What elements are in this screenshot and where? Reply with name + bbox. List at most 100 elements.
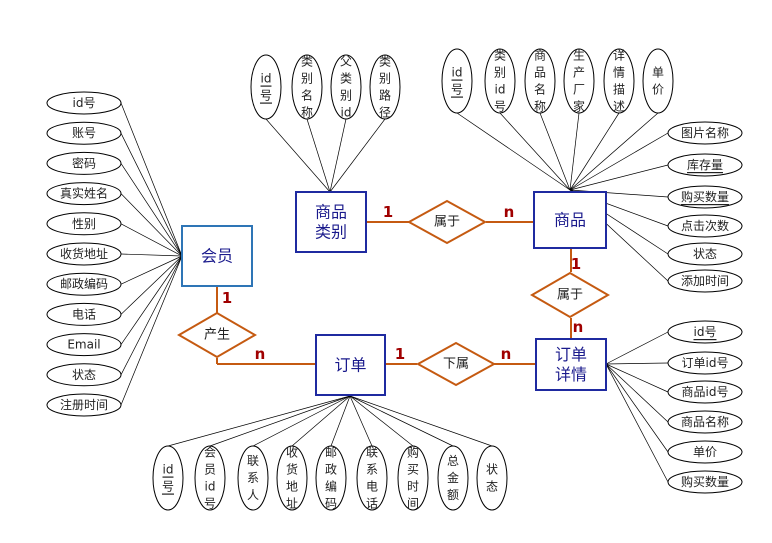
product-right-attr-2 — [667, 185, 743, 209]
rel-belongs-product — [530, 271, 610, 319]
rel-belongs-category — [406, 199, 488, 245]
member-attr-7-line — [120, 255, 183, 315]
member-attr-4-label: 性别 — [72, 217, 96, 231]
member-attr-5 — [46, 242, 122, 266]
order-attr-6-label: 购买时间 — [407, 445, 419, 511]
member-attr-6-label: 邮政编码 — [60, 276, 108, 291]
category-attr-1-line — [306, 118, 331, 193]
order-attr-5-label: 联系电话 — [366, 446, 378, 511]
member-attr-2-label: 密码 — [72, 155, 96, 170]
entity-order-detail-label: 详情 — [555, 365, 587, 384]
card-category: 1 — [383, 203, 393, 221]
detail-attr-0-line — [605, 331, 669, 365]
category-attr-2-line — [329, 118, 347, 193]
order-attr-5-line — [349, 395, 373, 447]
card-product-n: n — [504, 203, 515, 221]
product-right-attr-3 — [667, 214, 743, 238]
order-attr-0 — [152, 445, 184, 511]
member-attr-1-line — [120, 133, 183, 257]
product-attr-0 — [441, 48, 473, 114]
product-attr-5 — [642, 48, 674, 114]
product-attr-4-line — [569, 112, 620, 191]
order-attr-1 — [194, 445, 226, 511]
detail-attr-1-line — [605, 362, 669, 365]
detail-attr-4-line — [605, 363, 669, 453]
member-attr-3-label: 真实姓名 — [60, 186, 108, 201]
rel-belongs-order — [415, 341, 497, 387]
member-attr-6-line — [120, 255, 183, 285]
entity-member-label: 会员 — [201, 247, 233, 266]
category-attr-2 — [330, 54, 362, 120]
order-attr-7-label: 总金额 — [447, 454, 459, 502]
entity-category-label: 类别 — [315, 223, 347, 242]
member-attr-1 — [46, 121, 122, 145]
product-attr-1 — [484, 48, 516, 114]
member-attr-3-line — [120, 193, 183, 257]
order-attr-6 — [397, 445, 429, 511]
category-attr-0 — [250, 54, 282, 120]
member-attr-10 — [46, 393, 122, 417]
member-attr-8 — [46, 333, 122, 357]
card-product-1: 1 — [571, 255, 581, 273]
member-attr-4 — [46, 212, 122, 236]
category-attr-1 — [291, 54, 323, 120]
member-attr-0 — [46, 91, 122, 115]
category-attr-3 — [369, 54, 401, 120]
entity-order-label: 订单 — [334, 356, 366, 375]
member-attr-9-label: 状态 — [72, 368, 96, 382]
member-attr-10-line — [120, 255, 183, 406]
product-right-attr-0-line — [569, 132, 669, 191]
rel-belongs-order-label: 下属 — [443, 357, 469, 372]
product-right-attr-4-label: 状态 — [693, 247, 717, 261]
detail-attr-0-label: id号 — [694, 325, 717, 339]
rel-generates — [177, 311, 257, 359]
card-order-n: n — [255, 345, 266, 363]
order-attr-4-line — [330, 395, 351, 447]
order-attr-4 — [315, 445, 347, 511]
product-attr-3-label: 生产厂家 — [573, 49, 585, 114]
product-attr-0-line — [456, 112, 571, 191]
entity-product — [533, 191, 607, 249]
detail-attr-1 — [667, 351, 743, 375]
member-attr-9 — [46, 363, 122, 387]
product-right-attr-0 — [667, 121, 743, 145]
entity-order — [315, 334, 386, 396]
order-attr-3 — [276, 445, 308, 511]
product-right-attr-5-label: 添加时间 — [681, 274, 729, 288]
entity-member — [181, 225, 253, 287]
rel-belongs-product-label: 属于 — [557, 288, 583, 303]
product-attr-5-line — [569, 112, 659, 191]
member-attr-8-label: Email — [67, 338, 100, 352]
member-attr-7-label: 电话 — [72, 307, 96, 321]
detail-attr-3 — [667, 410, 743, 434]
detail-attr-5-label: 购买数量 — [681, 474, 729, 489]
product-attr-2-label: 商品名称 — [534, 48, 546, 114]
product-right-attr-5 — [667, 269, 743, 293]
rel-generates-label: 产生 — [204, 328, 230, 343]
product-attr-3 — [563, 48, 595, 114]
rel-belongs-category-label: 属于 — [434, 215, 460, 230]
detail-attr-5 — [667, 470, 743, 494]
order-attr-5 — [356, 445, 388, 511]
product-attr-5-label: 单价 — [652, 66, 664, 97]
product-right-attr-4 — [667, 242, 743, 266]
order-attr-8-line — [349, 395, 493, 447]
order-attr-7 — [437, 445, 469, 511]
order-attr-4-label: 邮政编码 — [325, 446, 337, 511]
entity-order-detail-label: 订单 — [555, 345, 587, 364]
category-attr-0-line — [265, 118, 331, 193]
product-attr-2 — [524, 48, 556, 114]
product-right-attr-3-label: 点击次数 — [681, 218, 729, 233]
product-attr-1-line — [499, 112, 571, 191]
order-attr-7-line — [349, 395, 454, 447]
product-right-attr-0-label: 图片名称 — [681, 125, 729, 140]
order-attr-3-line — [291, 395, 351, 447]
detail-attr-2-line — [605, 363, 669, 393]
detail-attr-3-line — [605, 363, 669, 423]
entity-category — [295, 191, 367, 253]
category-attr-3-line — [329, 118, 386, 193]
